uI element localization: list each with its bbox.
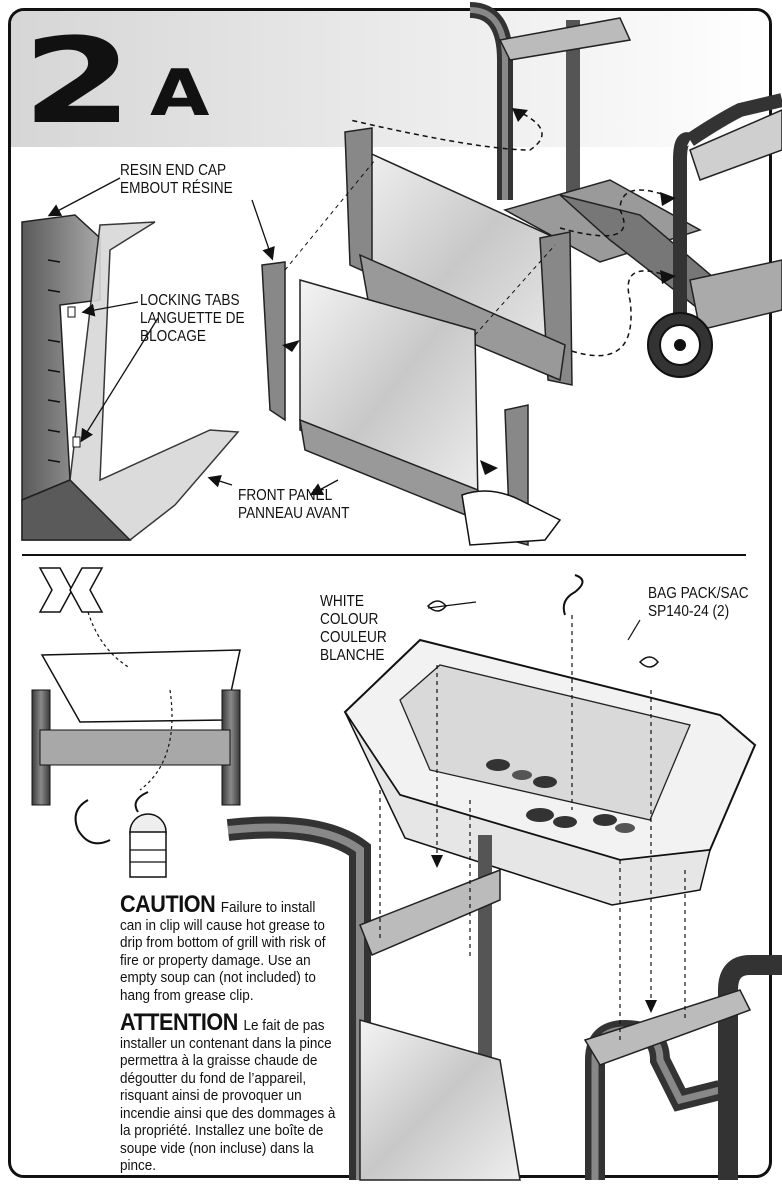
header-band (11, 11, 769, 147)
label-locking-tabs: LOCKING TABS LANGUETTE DE BLOCAGE (140, 292, 245, 345)
attention-notice: ATTENTION Le fait de pas installer un co… (120, 1011, 345, 1175)
step-number: 2 (22, 12, 133, 150)
arrow-marker (660, 270, 676, 284)
front-panel-assembled (344, 127, 573, 386)
arrow-marker (660, 192, 676, 206)
caution-text: Failure to install can in clip will caus… (120, 899, 326, 1004)
step-letter: A (150, 57, 210, 131)
caution-notice: CAUTION Failure to install can in clip w… (120, 893, 327, 1004)
cart-frame-bottom (226, 816, 782, 1181)
resin-end-cap-large (21, 214, 240, 541)
cart-frame-top (469, 2, 782, 378)
caution-heading: CAUTION (120, 891, 221, 918)
grease-tray-small-diagram (31, 567, 241, 878)
grease-tray-large (343, 638, 757, 906)
label-bag-pack: BAG PACK/SAC SP140-24 (2) (648, 585, 749, 620)
section-divider (22, 554, 746, 556)
front-panel-exploded (261, 261, 562, 546)
label-resin-end-cap: RESIN END CAP EMBOUT RÉSINE (120, 162, 233, 197)
attention-text: Le fait de pas installer un contenant da… (120, 1017, 336, 1174)
label-front-panel: FRONT PANEL PANNEAU AVANT (238, 487, 350, 522)
arrow-marker (512, 108, 528, 122)
motion-paths-top (349, 109, 666, 357)
label-white-colour: WHITE COLOUR COULEUR BLANCHE (320, 593, 387, 664)
attention-heading: ATTENTION (120, 1009, 244, 1036)
